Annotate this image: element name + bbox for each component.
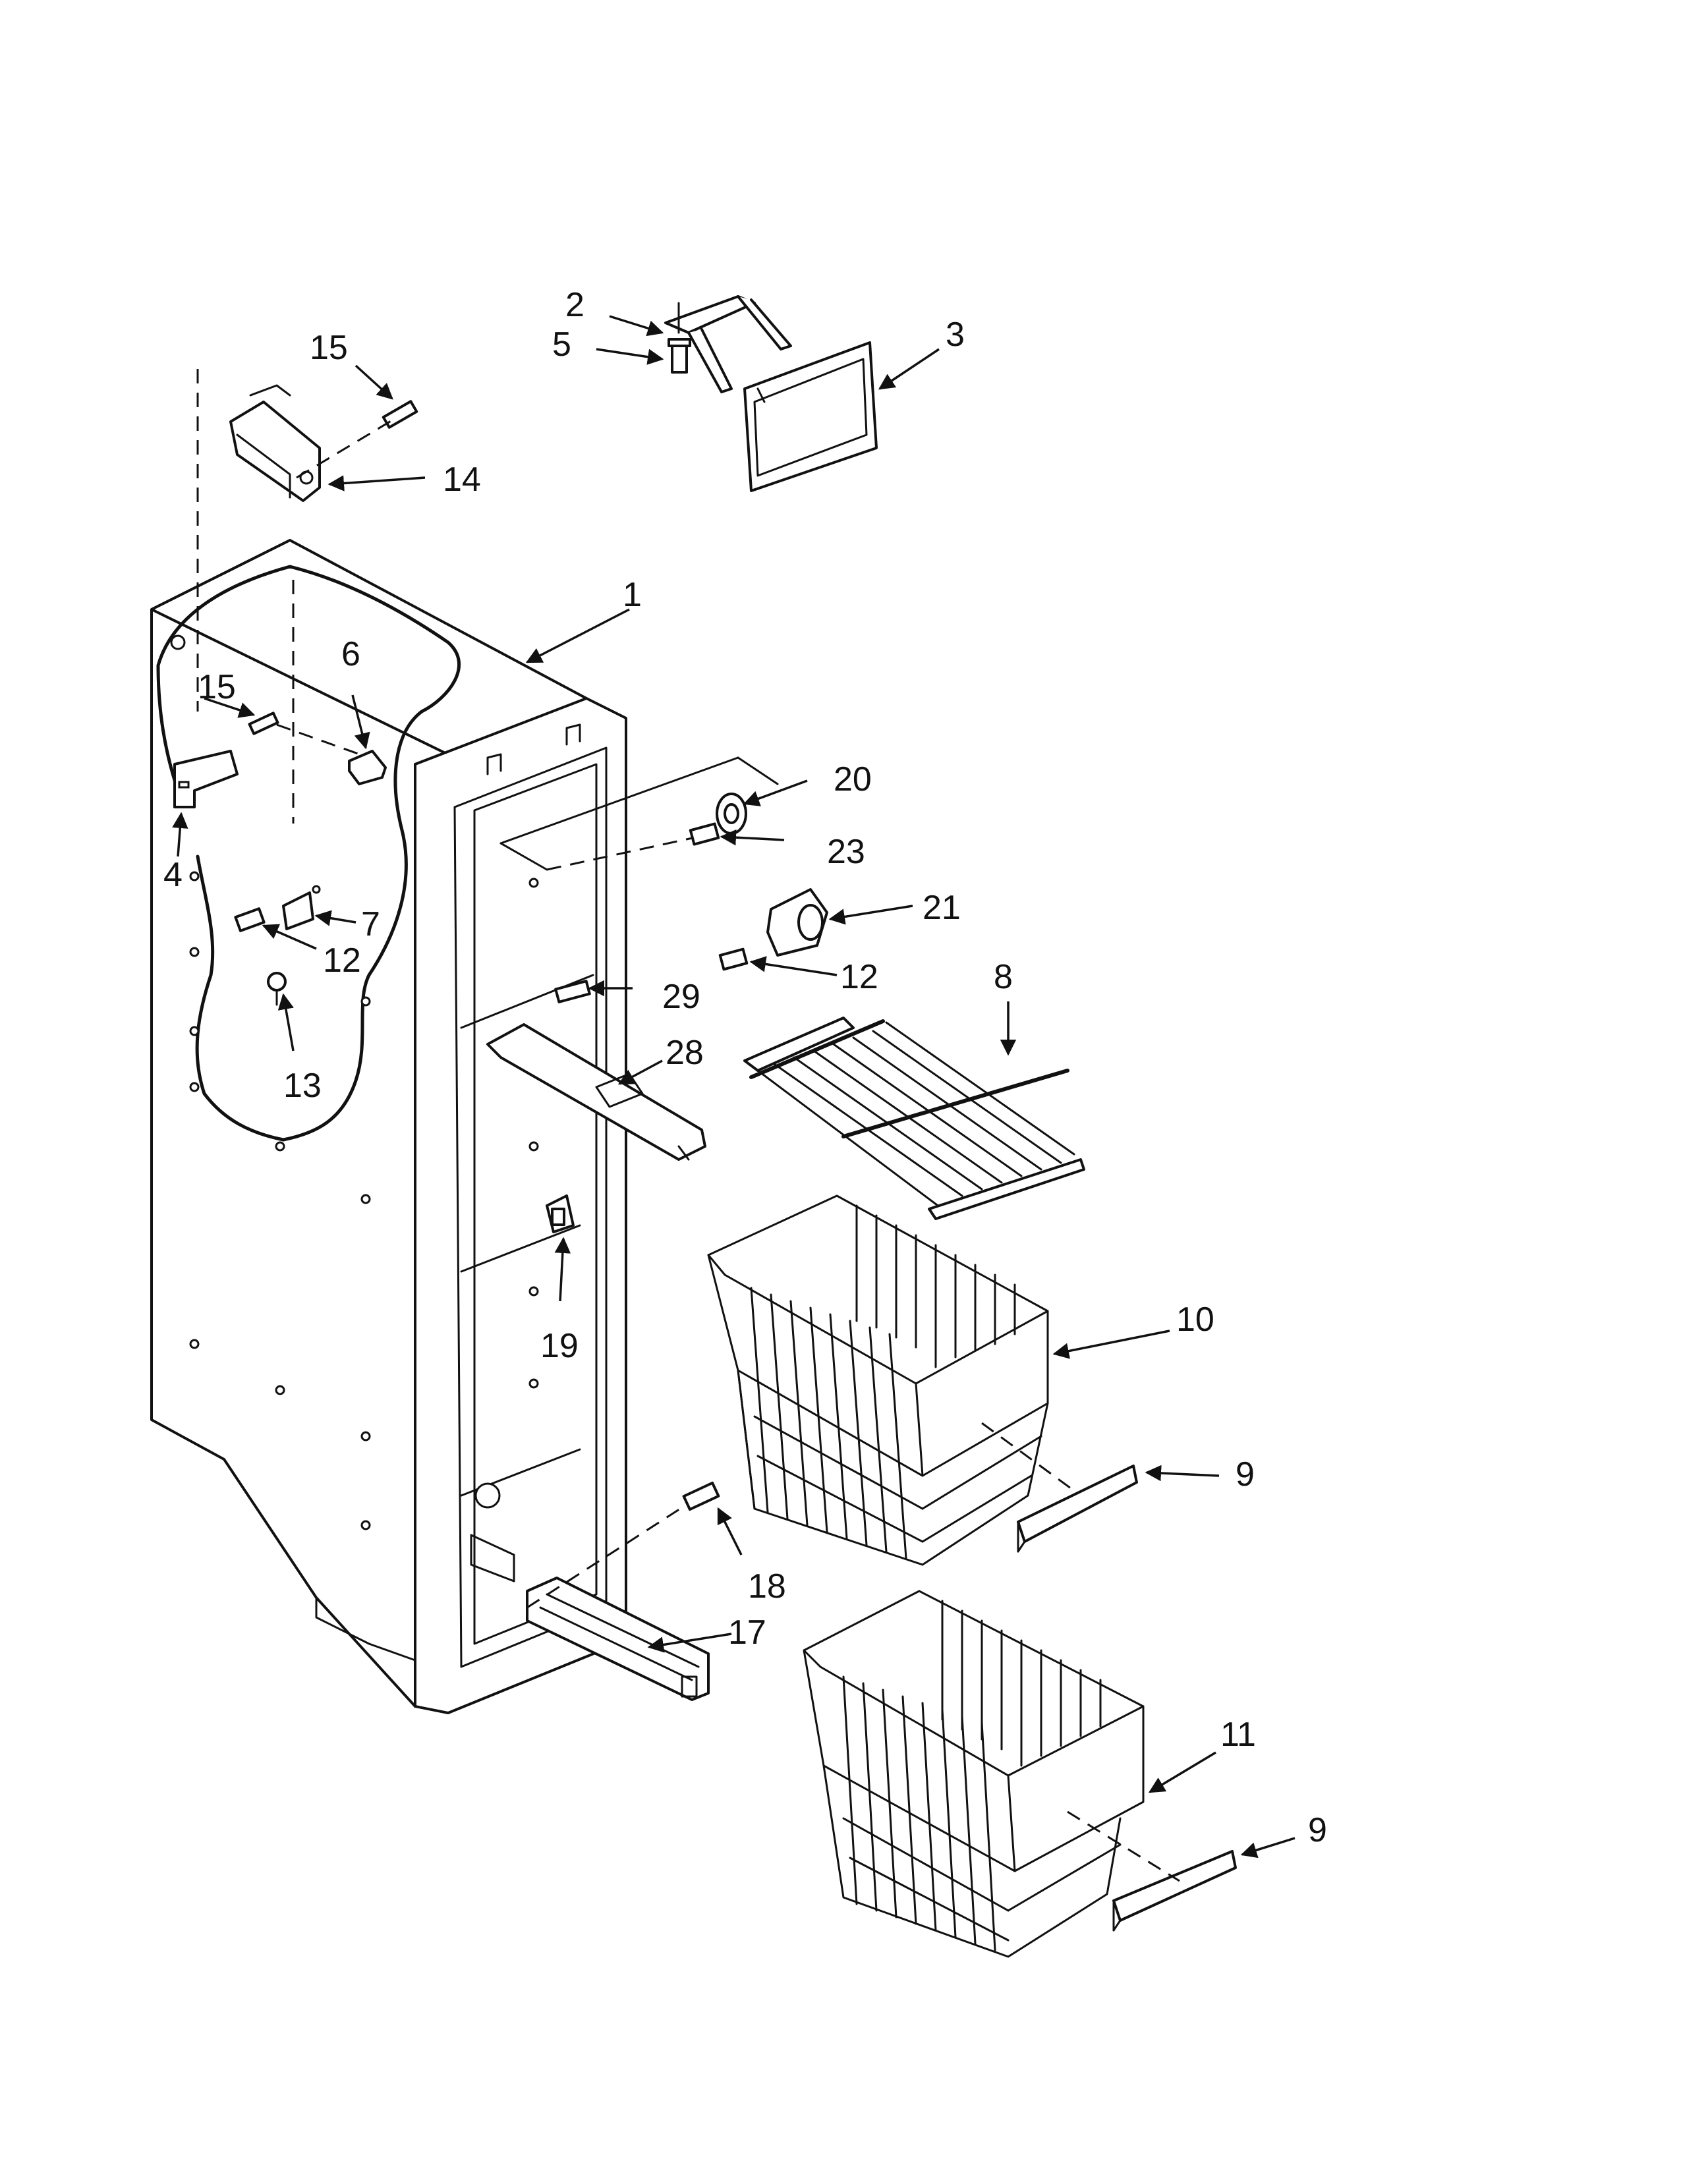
screw-part-12-side: [234, 907, 266, 932]
callout-29: 29: [662, 978, 700, 1016]
screw-part-5: [668, 338, 691, 374]
bracket-part-4: [173, 750, 239, 808]
screw-part-29: [554, 980, 591, 1003]
callout-3: 3: [946, 316, 965, 354]
callout-1: 1: [623, 576, 642, 614]
callout-5: 5: [552, 325, 571, 364]
callout-4: 4: [163, 856, 183, 894]
callout-12b: 12: [840, 958, 878, 996]
callout-17: 17: [728, 1613, 766, 1652]
callout-18: 18: [748, 1567, 786, 1606]
callout-23: 23: [827, 833, 865, 871]
callout-9b: 9: [1308, 1811, 1327, 1849]
plug-part-13: [267, 972, 287, 1006]
clip-part-7: [282, 885, 321, 930]
callout-12a: 12: [323, 941, 361, 980]
cover-part-3: [743, 341, 878, 492]
leader-arrows: [172, 315, 1295, 1859]
screw-part-12-right: [718, 947, 749, 971]
hinge-part-2: [664, 295, 792, 393]
bracket-part-14: [229, 384, 321, 502]
basket-part-11: [803, 1590, 1145, 1958]
callout-7: 7: [361, 905, 380, 943]
callout-15a: 15: [310, 329, 348, 367]
shelf-part-8: [743, 1017, 1085, 1220]
screw-part-15-side: [248, 712, 279, 735]
callout-13: 13: [283, 1067, 322, 1105]
basket-part-10: [707, 1194, 1049, 1566]
callout-19: 19: [540, 1327, 579, 1365]
roller-part-20: [716, 793, 747, 835]
roller-bracket-part-21: [766, 888, 828, 957]
callout-8: 8: [994, 958, 1013, 996]
clip-part-6: [348, 750, 387, 785]
switch-part-19: [546, 1194, 575, 1233]
callout-14: 14: [443, 461, 481, 499]
callout-2: 2: [565, 286, 584, 324]
freezer-liner: [150, 369, 627, 1714]
cover-part-17: [526, 1577, 710, 1701]
screw-part-18: [682, 1481, 720, 1511]
callout-11: 11: [1220, 1716, 1256, 1754]
callout-28: 28: [666, 1034, 704, 1072]
screw-part-15-top: [382, 400, 418, 429]
callout-10: 10: [1176, 1301, 1214, 1339]
callout-6: 6: [341, 635, 360, 673]
trim-part-9-upper: [1017, 1465, 1138, 1553]
trim-part-9-lower: [1112, 1850, 1237, 1932]
callout-labels: 1 2 3 4 5 6 7 8 9 9 10 11 12 12 13 14 15…: [163, 286, 1327, 1849]
callout-20: 20: [834, 760, 872, 798]
screw-part-23: [689, 822, 720, 846]
callout-21: 21: [923, 889, 961, 927]
callout-9a: 9: [1236, 1455, 1255, 1494]
callout-15b: 15: [198, 668, 236, 706]
